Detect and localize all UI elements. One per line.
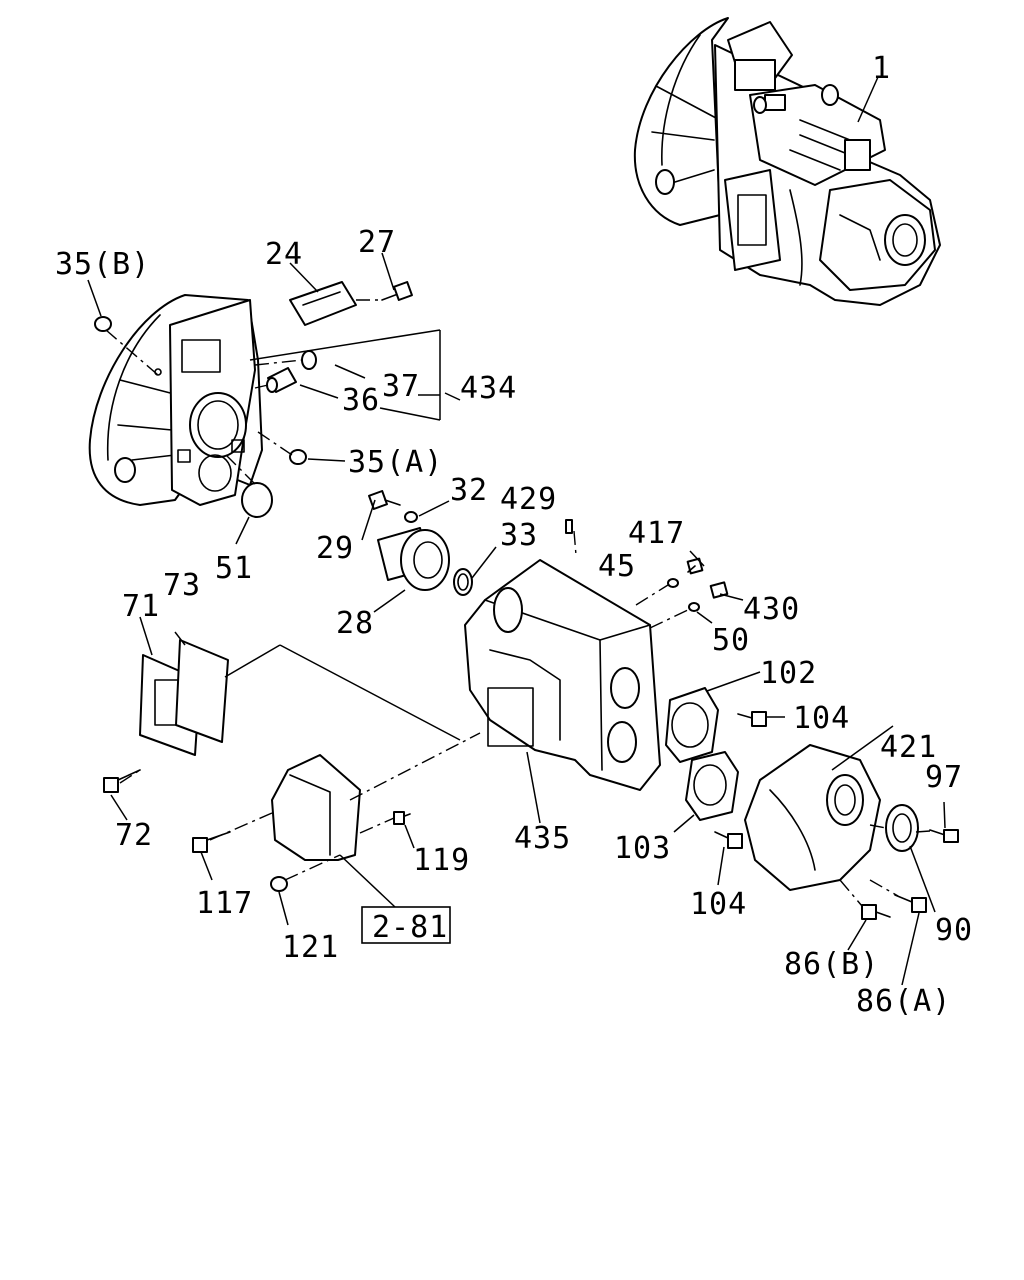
reference-box-2-81 xyxy=(361,906,451,944)
callout-104-lower: 104 xyxy=(690,887,747,922)
callout-86a: 86(A) xyxy=(856,984,951,1019)
clutch-housing xyxy=(88,294,263,506)
callout-97: 97 xyxy=(925,760,963,795)
part-86a-bolt xyxy=(894,894,927,913)
part-421-extension-housing xyxy=(744,744,881,891)
callout-29: 29 xyxy=(316,531,354,566)
callout-421: 421 xyxy=(880,730,937,765)
part-28-bearing-retainer xyxy=(377,527,450,591)
callout-434: 434 xyxy=(460,371,517,406)
callout-121: 121 xyxy=(282,930,339,965)
part-32-o-ring xyxy=(404,511,418,523)
callout-27: 27 xyxy=(358,225,396,260)
part-51-cap xyxy=(241,482,273,518)
part-117-bolt xyxy=(192,831,231,853)
part-35b-nut xyxy=(94,316,112,332)
callout-35b: 35(B) xyxy=(55,247,150,282)
part-27-bolt xyxy=(381,281,413,301)
reference-label-2-81: 2-81 xyxy=(372,910,448,945)
callout-32: 32 xyxy=(450,473,488,508)
part-104-bolt-lower xyxy=(714,831,743,849)
part-102-gasket xyxy=(665,687,719,763)
part-430-plug xyxy=(709,581,729,599)
cover-assembly-2-81 xyxy=(271,754,361,861)
callout-102: 102 xyxy=(760,656,817,691)
part-86b-bolt xyxy=(861,904,891,920)
callout-103: 103 xyxy=(614,831,671,866)
callout-430: 430 xyxy=(743,592,800,627)
callout-117: 117 xyxy=(196,886,253,921)
part-50-washer xyxy=(688,602,700,612)
part-73-gasket xyxy=(175,639,229,743)
part-97-bolt xyxy=(929,829,959,843)
part-35a-nut xyxy=(289,449,307,465)
part-37-bushing xyxy=(301,350,317,370)
part-36-dowel xyxy=(266,367,297,393)
callout-71: 71 xyxy=(122,589,160,624)
callout-28: 28 xyxy=(336,606,374,641)
part-103-gasket xyxy=(685,751,739,821)
part-121-nut xyxy=(270,876,288,892)
callout-1: 1 xyxy=(872,51,891,86)
callout-labels: 1 24 27 35(B) 434 37 36 35(A) 51 32 429 … xyxy=(55,51,973,1019)
callout-104-upper: 104 xyxy=(793,701,850,736)
callout-37: 37 xyxy=(382,369,420,404)
part-33-seal xyxy=(453,568,473,596)
part-24-plate xyxy=(289,281,357,326)
callout-50: 50 xyxy=(712,623,750,658)
callout-435: 435 xyxy=(514,821,571,856)
part-104-bolt-upper xyxy=(737,711,767,727)
callout-36: 36 xyxy=(342,383,380,418)
callout-51: 51 xyxy=(215,551,253,586)
part-429-pin xyxy=(565,519,573,534)
callout-45: 45 xyxy=(598,549,636,584)
part-45-washer xyxy=(667,578,679,588)
part-90-oil-seal xyxy=(885,804,919,852)
callout-72: 72 xyxy=(115,818,153,853)
callout-73: 73 xyxy=(163,568,201,603)
callout-24: 24 xyxy=(265,237,303,272)
callout-90: 90 xyxy=(935,913,973,948)
center-lines xyxy=(105,299,931,907)
callout-86b: 86(B) xyxy=(784,947,879,982)
leader-lines xyxy=(87,76,946,986)
part-435-transmission-case xyxy=(464,559,661,791)
callout-33: 33 xyxy=(500,518,538,553)
transmission-assembly xyxy=(633,17,941,306)
part-119-stud xyxy=(393,811,411,825)
callout-119: 119 xyxy=(413,843,470,878)
callout-35a: 35(A) xyxy=(348,445,443,480)
callout-417: 417 xyxy=(628,516,685,551)
callout-429: 429 xyxy=(500,482,557,517)
part-417-bolt xyxy=(686,557,704,575)
